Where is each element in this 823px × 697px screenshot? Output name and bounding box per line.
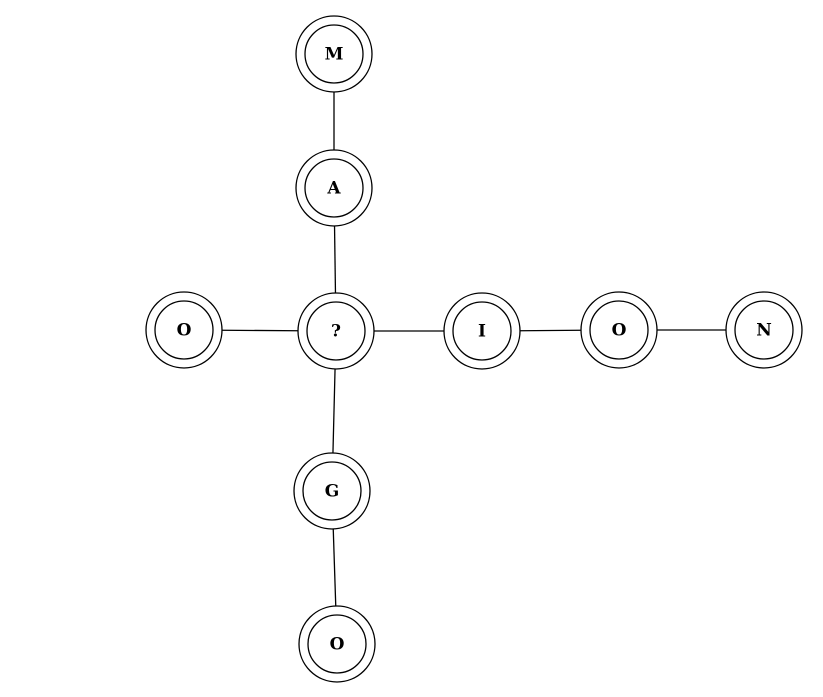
- edge-g-o-bottom: [332, 528, 337, 607]
- node-inner-ring: [307, 614, 367, 674]
- node-label: I: [478, 322, 486, 342]
- node-m: M: [295, 15, 373, 93]
- node-label: O: [330, 635, 345, 655]
- node-label: N: [756, 321, 772, 341]
- node-o-right: O: [580, 291, 658, 369]
- edges-layer: [221, 92, 726, 607]
- node-inner-ring: [304, 24, 364, 84]
- edge-center-g: [332, 368, 336, 454]
- node-label: ?: [331, 322, 341, 342]
- node-o-left: O: [145, 291, 223, 369]
- node-inner-ring: [589, 300, 649, 360]
- nodes-layer: M A? O I O N G O: [145, 15, 803, 683]
- node-label: G: [325, 482, 340, 502]
- edge-o-left-center: [221, 329, 299, 332]
- node-inner-ring: [302, 461, 362, 521]
- node-inner-ring: [154, 300, 214, 360]
- node-o-bottom: O: [298, 605, 376, 683]
- node-g: G: [293, 452, 371, 530]
- node-i: I: [443, 292, 521, 370]
- node-center: ?: [297, 292, 375, 370]
- edge-a-center: [333, 225, 337, 294]
- node-label: O: [177, 321, 192, 341]
- node-inner-ring: [734, 300, 794, 360]
- node-inner-ring: [306, 301, 366, 361]
- node-a: A: [295, 149, 373, 227]
- node-inner-ring: [452, 301, 512, 361]
- node-label: O: [612, 321, 627, 341]
- node-label: M: [325, 45, 344, 65]
- node-inner-ring: [304, 158, 364, 218]
- node-n: N: [725, 291, 803, 369]
- node-label: A: [326, 179, 341, 199]
